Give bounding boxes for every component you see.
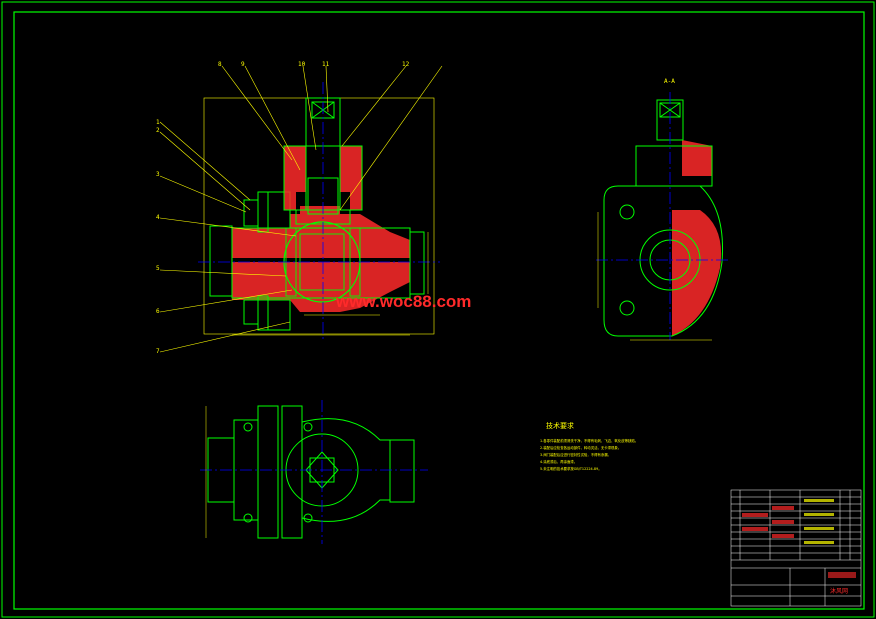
note-line: 2.装配后应检查各运动部件，转动灵活，无卡滞现象。 [540,445,621,450]
leader-lines [159,65,443,353]
note-line: 1.各零件装配前须清洗干净，不得有毛刺、飞边、氧化皮等缺陷。 [540,438,638,443]
part-label: 7 [156,348,160,355]
part-label: 4 [156,214,160,221]
note-line: 4.涂底漆后，再涂面漆。 [540,459,577,464]
part-label: 12 [402,61,410,68]
part-label: 3 [156,171,160,178]
part-label: 8 [218,61,222,68]
notes-title: 技术要求 [546,421,574,430]
part-label: 10 [298,61,306,68]
parts-list-fills [742,499,856,578]
body-hatch-upper [232,206,410,258]
part-label: 9 [241,61,245,68]
bonnet-hatch [284,146,306,210]
part-labels: 1 2 3 4 5 6 7 8 9 10 11 12 [156,61,410,355]
technical-notes: 技术要求 1.各零件装配前须清洗干净，不得有毛刺、飞边、氧化皮等缺陷。 2.装配… [540,421,638,471]
inner-border [13,11,865,610]
title-block-school: 沐风网 [830,587,848,595]
side-hatch-body [672,210,722,336]
part-label: 5 [156,265,160,272]
section-label: A-A [664,78,675,85]
side-section-view: A-A [596,78,728,341]
part-label: 6 [156,308,160,315]
note-line: 3.阀门装配后应进行密封性试验，不得有渗漏。 [540,452,611,457]
watermark: www.woc88.com [335,292,471,311]
side-hatch-top [682,140,712,176]
title-block [730,489,862,607]
part-label: 1 [156,119,160,126]
note-line: 5.未注明的技术要求按GB/T12224-89。 [540,466,602,471]
part-label: 2 [156,127,160,134]
top-view [200,400,428,544]
front-section-view [198,82,440,340]
part-label: 11 [322,61,330,68]
